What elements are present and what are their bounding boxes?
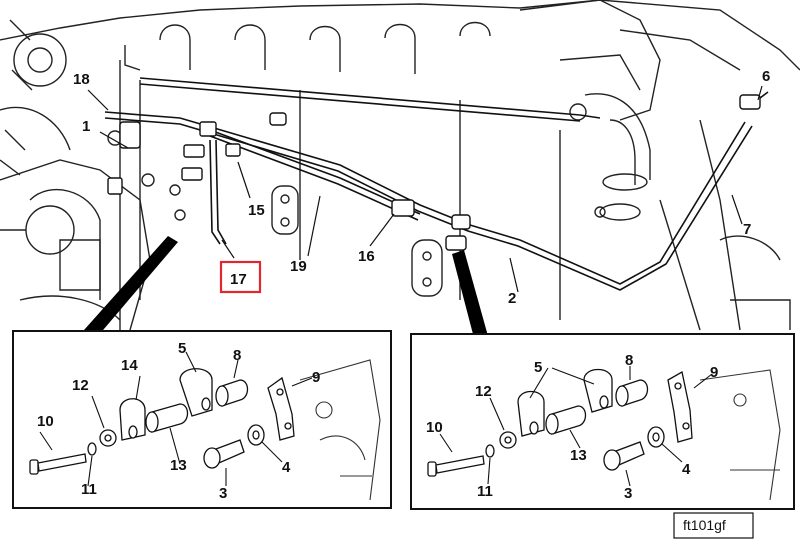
callout-17: 17 <box>230 271 247 288</box>
left-callout-11: 11 <box>81 481 97 498</box>
engine-block-drawing <box>0 0 800 331</box>
detail-box-right: 10 12 11 5 13 8 9 3 4 <box>410 333 795 510</box>
right-callout-3: 3 <box>624 485 632 502</box>
callout-16: 16 <box>358 248 375 265</box>
figure-code-text: ft101gf <box>683 517 726 533</box>
left-callout-8: 8 <box>233 347 241 364</box>
left-callout-3: 3 <box>219 485 227 502</box>
detail-box-left: 10 12 11 14 13 5 8 9 3 4 <box>12 330 392 509</box>
detail-pointers <box>84 236 488 338</box>
right-callout-10: 10 <box>426 419 443 436</box>
fuel-lines <box>104 77 769 291</box>
callout-7: 7 <box>743 221 751 238</box>
callout-19: 19 <box>290 258 307 275</box>
right-callout-8: 8 <box>625 352 633 369</box>
left-callout-5: 5 <box>178 340 186 357</box>
left-callout-12: 12 <box>72 377 89 394</box>
right-callout-12: 12 <box>475 383 492 400</box>
left-callout-9: 9 <box>312 369 320 386</box>
right-callout-4: 4 <box>682 461 691 478</box>
figure-code: ft101gf <box>673 512 754 539</box>
right-callout-9: 9 <box>710 364 718 381</box>
main-callouts: 18 1 15 19 16 2 6 7 <box>73 68 770 307</box>
left-callout-13: 13 <box>170 457 187 474</box>
callout-15: 15 <box>248 202 265 219</box>
fittings <box>107 94 761 251</box>
right-callout-11: 11 <box>477 483 493 500</box>
left-callout-14: 14 <box>121 357 138 374</box>
left-callout-10: 10 <box>37 413 54 430</box>
callout-18: 18 <box>73 71 90 88</box>
left-callout-4: 4 <box>282 459 291 476</box>
right-callout-13: 13 <box>570 447 587 464</box>
callout-1: 1 <box>82 118 90 135</box>
highlight-box-17 <box>219 260 262 294</box>
callout-2: 2 <box>508 290 516 307</box>
main-callout-leaders <box>87 85 763 293</box>
callout-6: 6 <box>762 68 770 85</box>
right-callout-5: 5 <box>534 359 542 376</box>
